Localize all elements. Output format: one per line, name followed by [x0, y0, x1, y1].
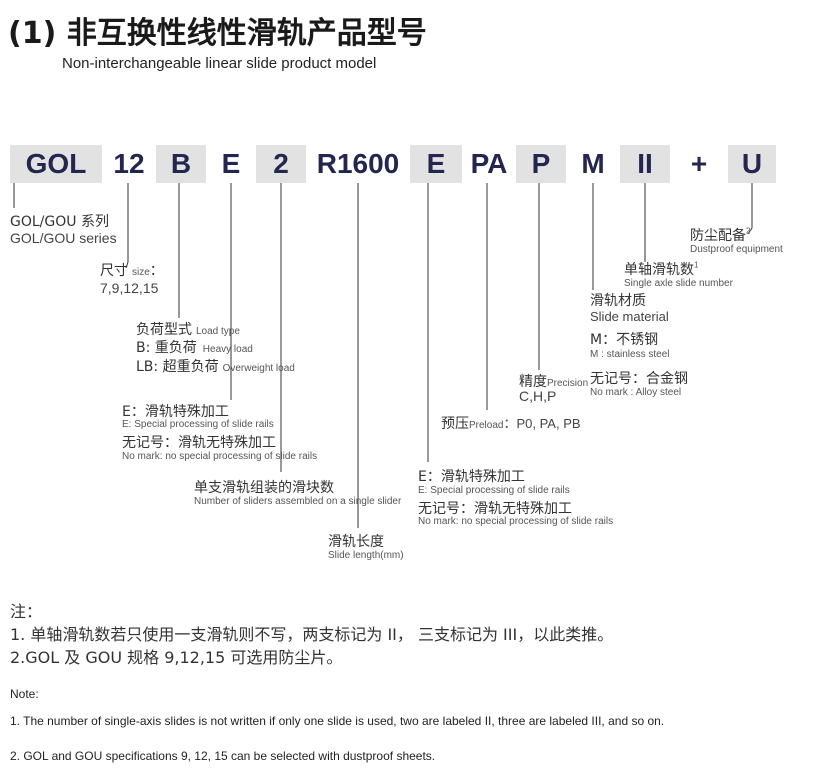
segment-plus: + [670, 145, 728, 183]
connector-dust [747, 183, 753, 235]
label-material-none-cn: 无记号：合金钢 [590, 371, 688, 387]
segment-e1: E [206, 145, 256, 183]
label-axle: 单轴滑轨数1 [624, 260, 699, 278]
label-sliders-cn: 单支滑轨组装的滑块数 [194, 480, 334, 496]
segment-size: 12 [102, 145, 156, 183]
notes-cn-title: 注： [10, 602, 43, 621]
label-axle-en: Single axle slide number [624, 278, 733, 289]
segment-length: R1600 [306, 145, 410, 183]
label-material-en: Slide material [590, 309, 669, 324]
label-series-cn: GOL/GOU 系列 [10, 214, 109, 230]
label-series-en: GOL/GOU series [10, 230, 117, 246]
label-e2-cn: E：滑轨特殊加工 [418, 469, 525, 485]
connector-size [125, 183, 129, 269]
label-dust-en: Dustproof equipment [690, 244, 783, 255]
notes-cn-2: 2.GOL 及 GOU 规格 9,12,15 可选用防尘片。 [10, 648, 343, 667]
notes-cn-1: 1. 单轴滑轨数若只使用一支滑轨则不写，两支标记为 II， 三支标记为 III，… [10, 625, 614, 644]
segment-load: B [156, 145, 206, 183]
segment-dust: U [728, 145, 776, 183]
segment-sliders: 2 [256, 145, 306, 183]
label-material-cn: 滑轨材质 [590, 293, 646, 309]
label-size-values: 7,9,12,15 [100, 280, 159, 296]
label-e2-none-en: No mark: no special processing of slide … [418, 516, 614, 527]
segment-axle: II [620, 145, 670, 183]
label-e1-none-en: No mark: no special processing of slide … [122, 451, 318, 462]
label-e1-en: E: Special processing of slide rails [122, 419, 274, 430]
label-preload: 预压Preload：P0, PA, PB [441, 416, 581, 432]
notes-en-2: 2. GOL and GOU specifications 9, 12, 15 … [10, 749, 436, 763]
label-precision-values: C,H,P [519, 388, 557, 404]
segment-material: M [566, 145, 620, 183]
label-material-m-en: M : stainless steel [590, 349, 670, 360]
label-material-m-cn: M：不锈钢 [590, 332, 659, 348]
label-sliders-en: Number of sliders assembled on a single … [194, 496, 402, 507]
label-e1-cn: E：滑轨特殊加工 [122, 404, 229, 420]
label-e2-none-cn: 无记号：滑轨无特殊加工 [418, 501, 572, 517]
label-material-none-en: No mark : Alloy steel [590, 387, 682, 398]
notes-en-1: 1. The number of single-axis slides is n… [10, 714, 665, 728]
segment-preload: PA [462, 145, 516, 183]
page-title: (1) 非互换性线性滑轨产品型号 [8, 16, 427, 51]
segment-precision: P [516, 145, 566, 183]
label-e2-en: E: Special processing of slide rails [418, 485, 570, 496]
segment-series: GOL [10, 145, 102, 183]
label-length-en: Slide length(mm) [328, 550, 404, 561]
label-precision: 精度Precision [519, 374, 589, 390]
segment-e2: E [410, 145, 462, 183]
label-e1-none-cn: 无记号：滑轨无特殊加工 [122, 435, 276, 451]
label-dust: 防尘配备2 [690, 226, 751, 244]
page-subtitle: Non-interchangeable linear slide product… [62, 55, 377, 72]
notes-en-title: Note: [10, 687, 39, 701]
label-length-cn: 滑轨长度 [328, 534, 384, 550]
